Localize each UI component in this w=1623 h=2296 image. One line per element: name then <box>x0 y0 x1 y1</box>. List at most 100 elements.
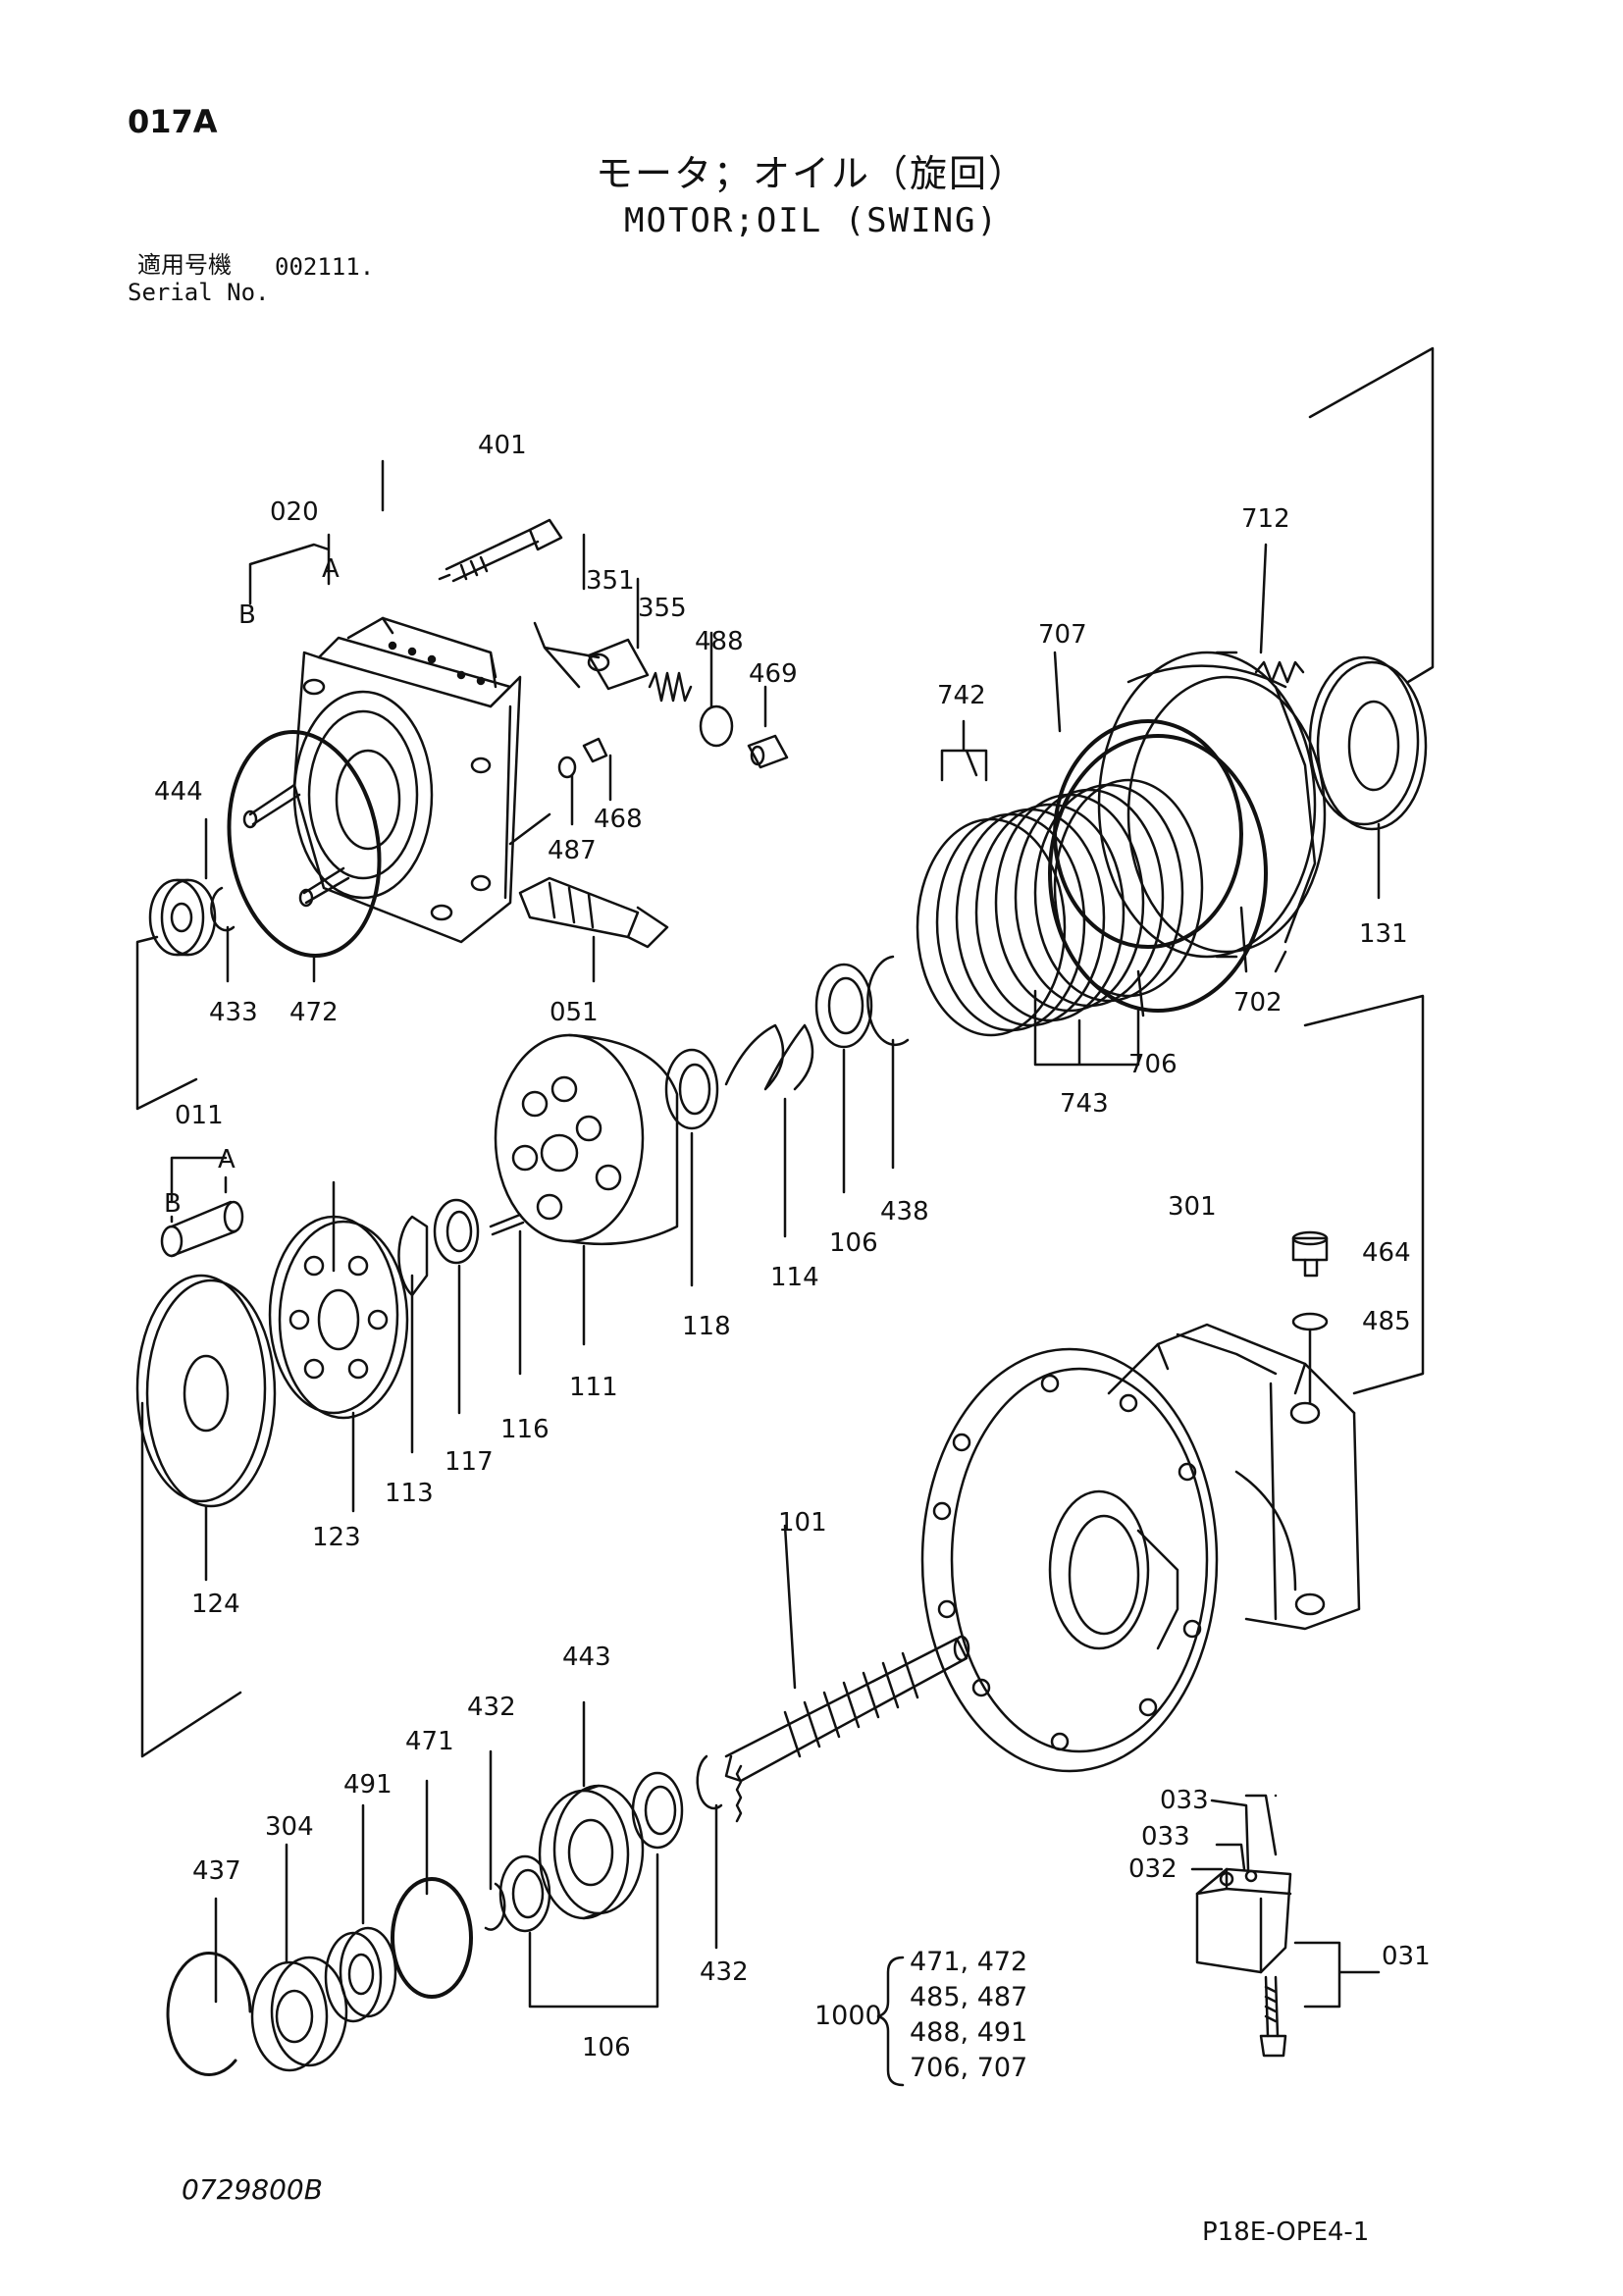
part-label-131: 131 <box>1359 919 1408 949</box>
drive-shaft-101 <box>724 1635 970 1823</box>
plug-464 <box>1291 1236 1329 1262</box>
snap-ring-437 <box>166 1952 252 2076</box>
kit-line-1: 471, 472 <box>910 1947 1027 1977</box>
kit-brace <box>876 1956 905 2087</box>
part-label-743: 743 <box>1060 1089 1109 1119</box>
roller-bearing-443 <box>538 1784 645 1920</box>
part-label-106a: 106 <box>829 1228 878 1258</box>
part-label-444: 444 <box>154 777 203 807</box>
part-label-432b: 432 <box>700 1957 749 1987</box>
collar-106 <box>814 963 873 1049</box>
part-label-437: 437 <box>192 1856 241 1886</box>
serial-value: 002111. <box>275 253 375 281</box>
part-label-106b: 106 <box>582 2033 631 2062</box>
part-label-351: 351 <box>586 566 635 596</box>
part-label-487: 487 <box>548 836 597 865</box>
part-label-742: 742 <box>937 681 986 710</box>
part-label-485: 485 <box>1362 1307 1411 1336</box>
part-label-304: 304 <box>265 1812 314 1842</box>
part-label-706: 706 <box>1128 1050 1178 1079</box>
plug-469 <box>747 734 789 769</box>
part-label-472: 472 <box>289 998 339 1027</box>
part-label-033a: 033 <box>1160 1786 1209 1815</box>
part-label-114: 114 <box>770 1263 819 1292</box>
title-english: MOTOR;OIL (SWING) <box>624 201 999 240</box>
part-label-031: 031 <box>1382 1942 1431 1971</box>
valve-cover-assembly <box>292 616 522 944</box>
part-label-702: 702 <box>1233 988 1283 1018</box>
part-label-433: 433 <box>209 998 258 1027</box>
part-label-051: 051 <box>550 998 599 1027</box>
bearing-444 <box>148 878 217 957</box>
part-label-033b: 033 <box>1141 1822 1190 1852</box>
page-code: 017A <box>128 103 218 140</box>
part-label-488: 488 <box>695 627 744 656</box>
o-ring-485 <box>1291 1312 1329 1331</box>
spring-355 <box>648 671 693 703</box>
kit-line-4: 706, 707 <box>910 2053 1027 2083</box>
snap-ring-432-left <box>484 1882 506 1931</box>
part-label-118: 118 <box>682 1312 731 1341</box>
snap-ring-432-right <box>696 1754 723 1810</box>
part-label-032: 032 <box>1128 1854 1178 1884</box>
o-ring-472 <box>227 730 382 958</box>
piston-011 <box>160 1200 244 1258</box>
part-label-471: 471 <box>405 1727 454 1756</box>
retainer-plate-123 <box>268 1215 409 1420</box>
cylinder-block-111 <box>494 1033 679 1246</box>
housing-301 <box>920 1323 1361 1773</box>
bolt-401 <box>438 518 563 583</box>
part-label-a2: A <box>218 1145 236 1174</box>
relief-valve-051 <box>518 876 669 949</box>
part-label-123: 123 <box>312 1523 361 1552</box>
part-label-124: 124 <box>191 1590 240 1619</box>
page-reference: P18E-OPE4-1 <box>1202 2218 1370 2247</box>
part-label-b1: B <box>238 600 256 630</box>
part-label-432a: 432 <box>467 1693 516 1722</box>
kit-1000: 1000 471, 472 485, 487 488, 491 706, 707 <box>814 1947 1027 2083</box>
part-label-117: 117 <box>445 1447 494 1477</box>
kit-id: 1000 <box>814 2001 882 2031</box>
part-label-469: 469 <box>749 659 798 689</box>
part-label-301: 301 <box>1168 1192 1217 1222</box>
serial-label-english: Serial No. <box>128 279 270 306</box>
friction-plates-742 <box>916 778 1204 1037</box>
part-label-491: 491 <box>343 1770 393 1800</box>
spool-351 <box>587 638 650 691</box>
plug-468 <box>582 737 608 763</box>
part-label-707: 707 <box>1038 620 1087 650</box>
brake-housing-702 <box>1097 651 1327 959</box>
collar-118 <box>664 1048 719 1130</box>
cover-304 <box>250 1956 348 2072</box>
part-label-020: 020 <box>270 497 319 527</box>
part-label-401: 401 <box>478 431 527 460</box>
o-ring-488 <box>699 704 734 748</box>
title-japanese: モータ；オイル（旋回） <box>595 152 1027 195</box>
kit-line-2: 485, 487 <box>910 1982 1027 2012</box>
o-ring-471 <box>391 1877 473 1999</box>
spring-712 <box>1254 660 1305 684</box>
kit-line-3: 488, 491 <box>910 2017 1027 2048</box>
ring-117 <box>433 1198 480 1265</box>
part-label-438: 438 <box>880 1197 929 1226</box>
part-labels: 020 A B 401 351 355 488 469 468 487 444 … <box>154 431 1431 2062</box>
part-label-355: 355 <box>638 594 687 623</box>
part-label-468: 468 <box>594 805 643 834</box>
part-label-443: 443 <box>562 1643 611 1672</box>
drawing-number: 0729800B <box>182 2173 323 2206</box>
part-label-116: 116 <box>500 1415 550 1444</box>
snap-ring-438 <box>866 955 910 1047</box>
pin <box>248 783 301 826</box>
part-label-101: 101 <box>778 1508 827 1538</box>
part-label-464: 464 <box>1362 1238 1411 1268</box>
part-label-113: 113 <box>385 1479 434 1508</box>
thrust-plate-124 <box>135 1274 277 1508</box>
oil-seal-491 <box>324 1926 397 2023</box>
part-label-b2: B <box>164 1189 182 1219</box>
serial-label-japanese: 適用号機 <box>137 251 232 279</box>
part-label-111: 111 <box>569 1373 618 1402</box>
o-ring-706 <box>1048 734 1268 1013</box>
spring-114 <box>724 1023 814 1091</box>
part-label-a1: A <box>322 554 340 584</box>
